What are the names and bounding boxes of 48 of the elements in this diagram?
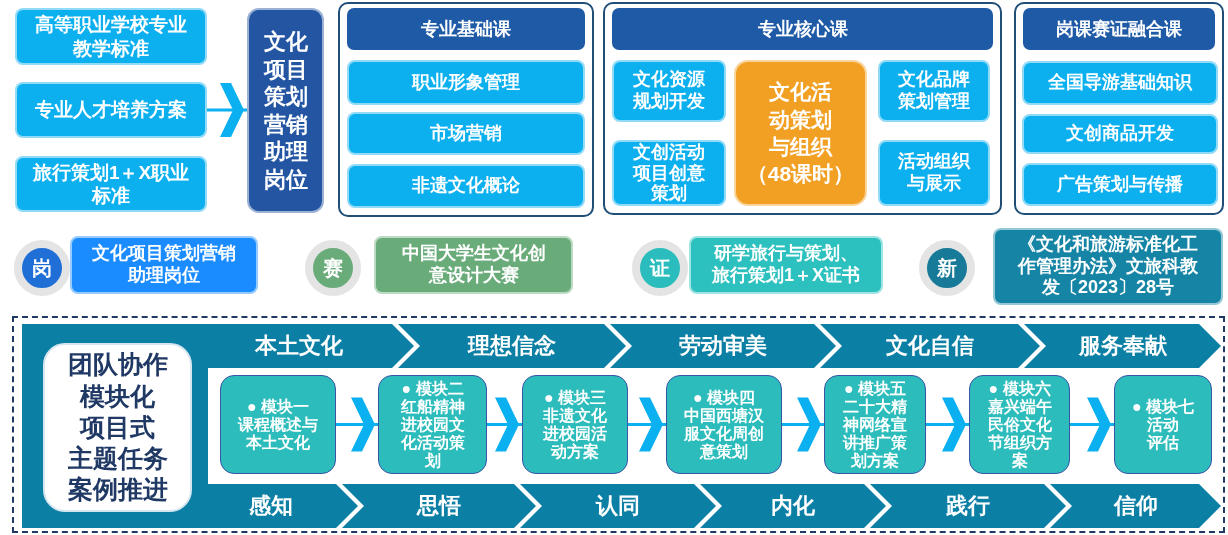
chevron-band: 服务奉献 (1024, 324, 1221, 368)
chevron-band: 信仰 (1050, 484, 1221, 528)
module-box: ● 模块一 课程概述与本土文化 (220, 375, 336, 474)
info-box: 文化项目策划营销助理岗位 (70, 236, 258, 294)
chevron-band: 认同 (520, 484, 716, 528)
panel-heading: 岗课赛证融合课 (1023, 8, 1215, 50)
position-box: 文化项目策划营销助理岗位 (247, 8, 324, 213)
module-box: ● 模块六 嘉兴端午民俗文化节组织方案 (969, 375, 1070, 474)
chevron-band: 理想信念 (398, 324, 626, 368)
standard-box: 高等职业学校专业教学标准 (15, 8, 207, 65)
module-box: ● 模块三 非遗文化进校园活动方案 (522, 375, 628, 474)
letter-circle: 赛 (305, 240, 361, 296)
course-box: 市场营销 (347, 112, 585, 155)
standard-box: 旅行策划1＋X职业标准 (15, 156, 207, 212)
course-panel (603, 2, 1002, 215)
info-box: 《文化和旅游标准化工作管理办法》文旅科教发〔2023〕28号 (993, 228, 1223, 305)
module-box: ● 模块二 红船精神进校园文化活动策划 (378, 375, 487, 474)
course-box: 活动组织与展示 (878, 140, 990, 206)
course-box: 职业形象管理 (347, 60, 585, 105)
info-box: 中国大学生文化创意设计大赛 (374, 236, 573, 294)
chevron-band: 本土文化 (205, 324, 414, 368)
core-course-box: 文化活动策划与组织 （48课时） (734, 60, 867, 206)
chevron-band: 内化 (700, 484, 886, 528)
info-box: 研学旅行与策划、旅行策划1＋X证书 (689, 236, 883, 294)
course-box: 文化品牌策划管理 (878, 60, 990, 122)
letter-circle: 岗 (14, 240, 70, 296)
chevron-band: 践行 (870, 484, 1066, 528)
course-box: 文化资源规划开发 (612, 60, 726, 122)
chevron-band: 感知 (205, 484, 358, 528)
chevron-band: 劳动审美 (610, 324, 836, 368)
course-box: 文创活动项目创意策划 (612, 140, 726, 206)
course-box: 全国导游基础知识 (1022, 61, 1218, 105)
course-panel (1014, 2, 1224, 215)
theme-box: 团队协作 模块化 项目式 主题任务 案例推进 (43, 343, 192, 512)
letter-circle: 证 (632, 240, 688, 296)
chevron-band: 思悟 (342, 484, 536, 528)
course-box: 广告策划与传播 (1022, 163, 1218, 206)
course-box: 文创商品开发 (1022, 114, 1218, 154)
module-box: ● 模块七 活动评估 (1114, 375, 1212, 474)
standard-box: 专业人才培养方案 (15, 82, 207, 138)
module-box: ● 模块四 中国西塘汉服文化周创意策划 (666, 375, 782, 474)
course-panel (338, 2, 594, 217)
panel-heading: 专业核心课 (612, 8, 993, 50)
panel-heading: 专业基础课 (347, 8, 585, 50)
letter-circle: 新 (919, 240, 975, 296)
course-box: 非遗文化概论 (347, 164, 585, 208)
chevron-band: 文化自信 (820, 324, 1040, 368)
module-box: ● 模块五 二十大精神网络宣讲推广策划方案 (824, 375, 926, 474)
